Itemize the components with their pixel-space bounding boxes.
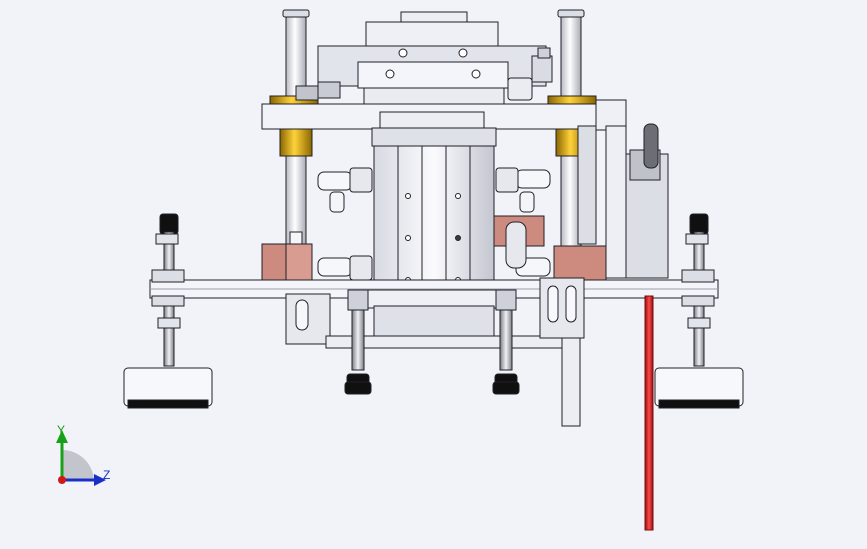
side-cylinder [577,123,669,279]
center-suction-cups [344,289,520,395]
coordinate-triad: Y Z [56,423,110,486]
left-copper-bracket [261,243,313,281]
top-rotary-head [295,11,553,107]
right-air-fittings [495,167,551,277]
lower-carriage [285,277,585,427]
x-axis-dot-icon [58,476,66,484]
left-vacuum-pad [123,213,213,409]
y-axis-label: Y [57,423,65,437]
right-vacuum-pad [654,213,744,409]
right-copper-bracket [493,215,607,281]
red-rod [644,295,654,531]
triad-plane-icon [62,449,94,480]
z-axis-label: Z [103,468,110,482]
left-air-fittings [317,167,373,281]
guided-cylinder [371,127,497,295]
